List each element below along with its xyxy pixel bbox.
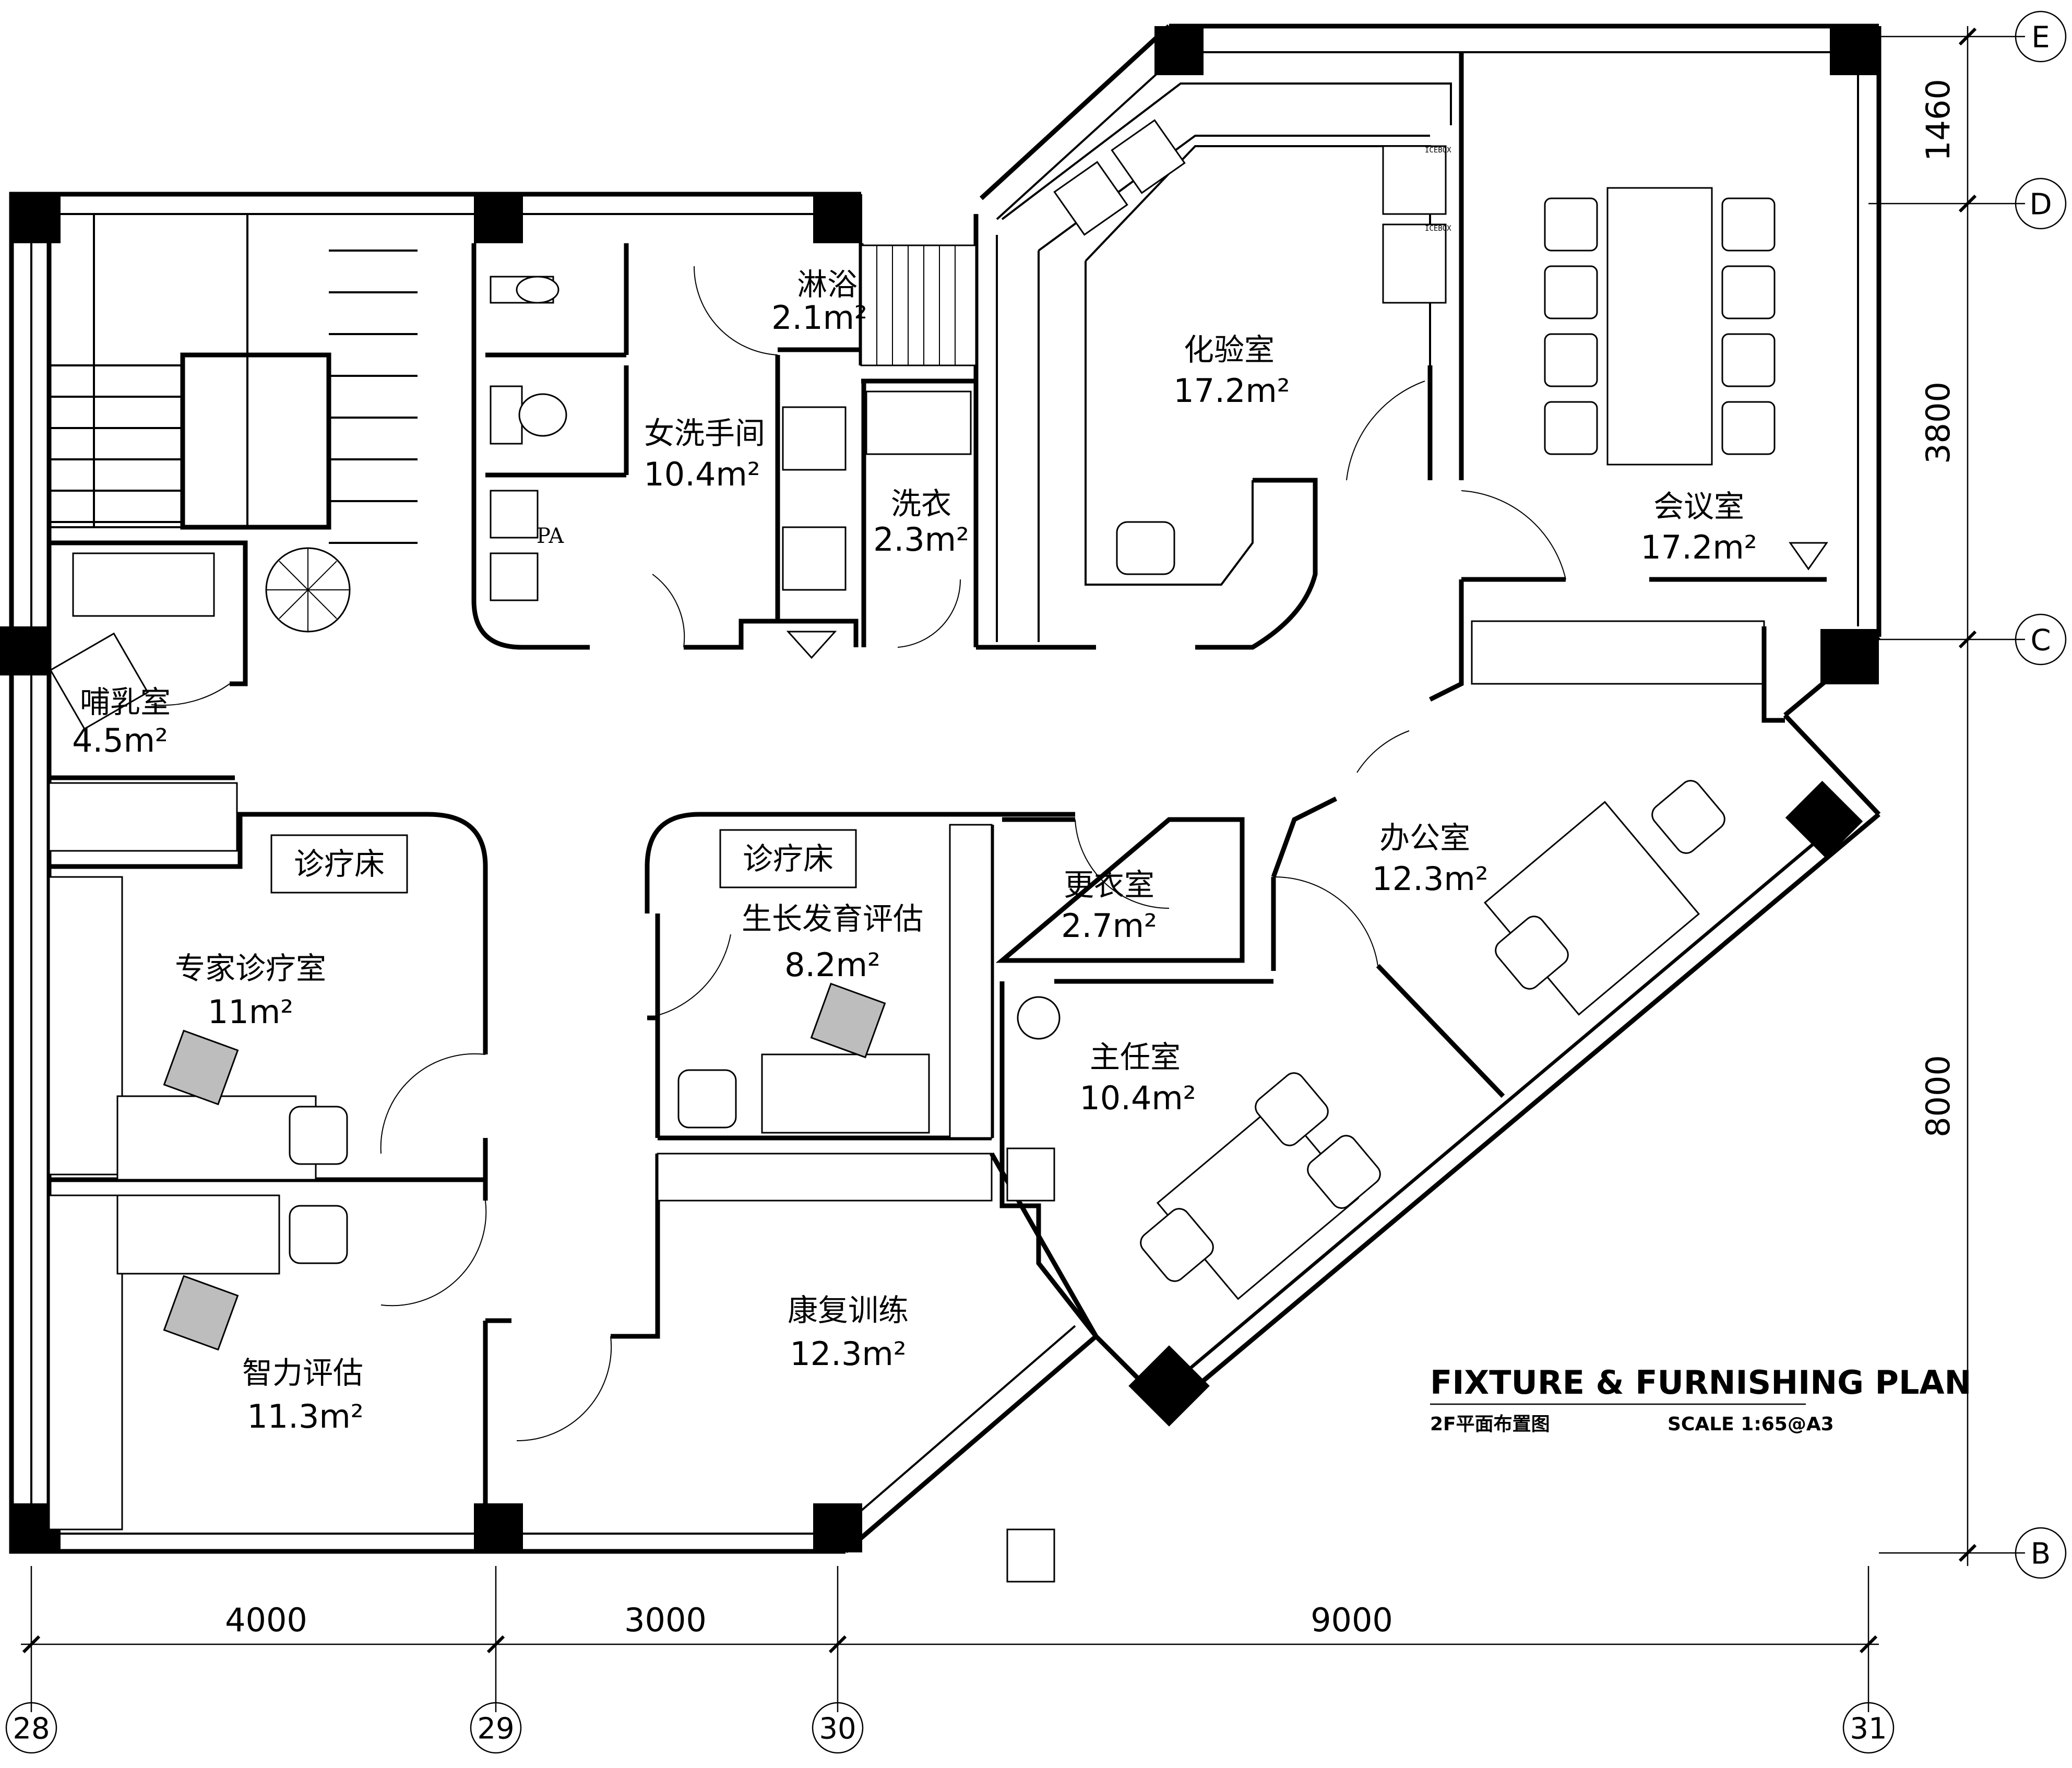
room-name-growth: 生长发育评估 [742, 901, 923, 936]
furniture-labels: 诊疗床 诊疗床 PA ICEBOX ICEBOX [270, 146, 1451, 894]
room-name-office: 办公室 [1379, 820, 1470, 856]
plan-subtitle: 2F平面布置图 [1430, 1414, 1550, 1435]
room-name-lab: 化验室 [1184, 332, 1275, 367]
axis-col-30: 30 [819, 1712, 856, 1746]
icebox-label-1: ICEBOX [1425, 146, 1451, 155]
axis-row-e: E [2031, 21, 2050, 55]
axis-row-b: B [2031, 1537, 2051, 1571]
dim-v-2: 3800 [1919, 382, 1957, 464]
dim-h-2: 3000 [624, 1601, 707, 1639]
axis-col-31: 31 [1850, 1712, 1887, 1746]
room-area-office: 12.3m² [1372, 860, 1488, 898]
fixtures [49, 119, 1828, 1583]
room-area-rehab: 12.3m² [790, 1335, 906, 1373]
icebox-label-2: ICEBOX [1425, 224, 1451, 233]
room-name-rehab: 康复训练 [788, 1292, 909, 1328]
room-area-womens-wc: 10.4m² [644, 455, 760, 493]
plan-title: FIXTURE & FURNISHING PLAN [1430, 1363, 1971, 1402]
room-labels: 哺乳室 4.5m² 女洗手间 10.4m² 淋浴 2.1m² 洗衣 2.3m² … [72, 267, 1757, 1435]
dim-v-1: 1460 [1919, 79, 1957, 161]
plan-scale: SCALE 1:65@A3 [1668, 1414, 1834, 1435]
room-area-nursing: 4.5m² [72, 721, 168, 760]
dim-h-3: 9000 [1311, 1601, 1393, 1639]
room-area-changing: 2.7m² [1061, 907, 1157, 945]
room-area-director: 10.4m² [1079, 1079, 1196, 1117]
vertical-dimensions: 1460 3800 8000 [1868, 26, 2025, 1566]
bed-label-2: 诊疗床 [743, 841, 833, 876]
axis-row-c: C [2030, 624, 2051, 658]
room-area-meeting: 17.2m² [1640, 528, 1757, 566]
room-name-laundry: 洗衣 [891, 486, 951, 521]
axis-row-d: D [2029, 188, 2052, 222]
room-name-director: 主任室 [1090, 1039, 1181, 1075]
axis-col-29: 29 [477, 1712, 514, 1746]
room-name-intelligence: 智力评估 [242, 1355, 363, 1391]
room-name-shower: 淋浴 [797, 267, 858, 302]
room-name-expert: 专家诊疗室 [175, 951, 326, 986]
interior-walls [48, 52, 1827, 1530]
room-name-womens-wc: 女洗手间 [644, 416, 765, 451]
dim-h-1: 4000 [225, 1601, 307, 1639]
door-swings [151, 266, 1566, 1442]
room-area-laundry: 2.3m² [873, 520, 969, 559]
room-area-shower: 2.1m² [771, 299, 867, 337]
room-name-nursing: 哺乳室 [80, 684, 171, 720]
room-area-lab: 17.2m² [1173, 372, 1290, 410]
bed-label-1: 诊疗床 [294, 846, 385, 882]
horizontal-dimensions: 4000 3000 9000 [21, 1566, 1879, 1712]
structural-columns [0, 26, 1879, 1552]
title-block: FIXTURE & FURNISHING PLAN 2F平面布置图 SCALE … [1430, 1363, 1971, 1435]
room-area-growth: 8.2m² [784, 946, 880, 984]
axis-bubbles: 28 29 30 31 E D C B [5, 10, 2067, 1754]
room-area-intelligence: 11.3m² [247, 1397, 363, 1435]
dim-v-3: 8000 [1919, 1055, 1957, 1137]
room-name-meeting: 会议室 [1653, 489, 1744, 524]
room-name-changing: 更衣室 [1064, 867, 1154, 903]
axis-col-28: 28 [13, 1712, 50, 1746]
pa-label: PA [537, 524, 564, 548]
room-area-expert: 11m² [208, 993, 293, 1031]
